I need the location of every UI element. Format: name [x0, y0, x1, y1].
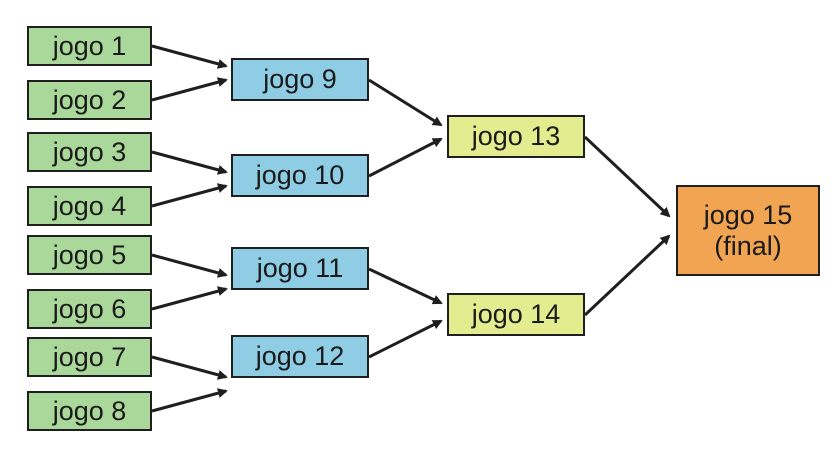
game-label: jogo 9	[263, 64, 337, 95]
game-box-jogo-4: jogo 4	[27, 186, 152, 226]
game-label: jogo 4	[52, 190, 127, 221]
arrow-jogo6-to-jogo11	[151, 286, 228, 311]
game-label: jogo 6	[52, 293, 127, 324]
arrow-jogo4-to-jogo10	[151, 183, 228, 208]
game-box-jogo-8: jogo 8	[27, 391, 152, 431]
game-box-jogo-7: jogo 7	[27, 337, 152, 377]
final-game-caption: (final)	[714, 230, 782, 261]
arrow-jogo12-to-jogo14	[368, 319, 443, 359]
arrow-jogo10-to-jogo13	[368, 137, 443, 178]
arrow-jogo11-to-jogo14	[368, 267, 443, 305]
game-label: jogo 13	[471, 121, 561, 152]
game-label: jogo 12	[255, 341, 345, 372]
final-game-label: jogo 15	[703, 200, 793, 231]
game-label: jogo 10	[255, 160, 345, 191]
game-box-jogo-9: jogo 9	[231, 58, 369, 101]
arrow-jogo14-to-jogo15	[583, 234, 671, 317]
game-box-jogo-12: jogo 12	[231, 335, 369, 378]
arrow-jogo13-to-jogo15	[583, 135, 671, 218]
game-label: jogo 1	[52, 30, 127, 61]
game-box-jogo-11: jogo 11	[231, 247, 369, 290]
game-box-jogo-10: jogo 10	[231, 154, 369, 197]
game-label: jogo 5	[52, 239, 127, 270]
arrow-jogo2-to-jogo9	[151, 77, 228, 102]
arrow-jogo9-to-jogo13	[368, 78, 443, 127]
game-box-jogo-13: jogo 13	[447, 115, 585, 158]
game-box-jogo-14: jogo 14	[447, 293, 585, 336]
game-label: jogo 2	[52, 84, 127, 115]
game-label: jogo 11	[256, 253, 344, 284]
game-box-jogo-15-final: jogo 15 (final)	[676, 185, 820, 276]
arrow-jogo5-to-jogo11	[151, 253, 228, 278]
game-box-jogo-5: jogo 5	[27, 235, 152, 275]
game-box-jogo-1: jogo 1	[27, 26, 152, 66]
arrow-jogo8-to-jogo12	[151, 388, 228, 413]
game-label: jogo 14	[471, 299, 561, 330]
game-box-jogo-6: jogo 6	[27, 289, 152, 329]
arrow-jogo3-to-jogo10	[151, 150, 228, 175]
game-label: jogo 7	[52, 341, 127, 372]
game-box-jogo-2: jogo 2	[27, 80, 152, 120]
arrow-jogo7-to-jogo12	[151, 355, 228, 380]
game-label: jogo 3	[52, 136, 127, 167]
game-box-jogo-3: jogo 3	[27, 132, 152, 172]
game-label: jogo 8	[52, 395, 127, 426]
arrow-jogo1-to-jogo9	[151, 44, 228, 69]
